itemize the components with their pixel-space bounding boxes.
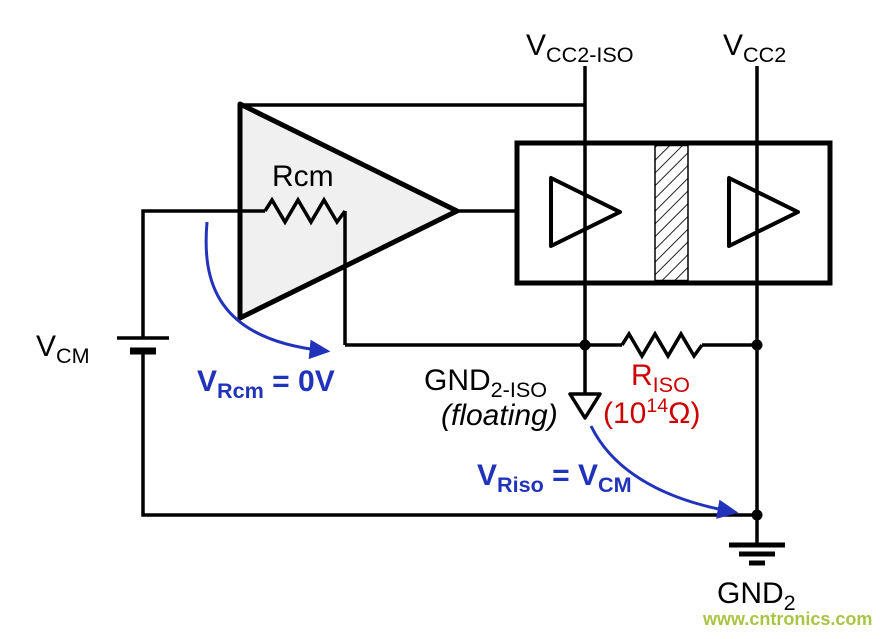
vcm-battery-symbol bbox=[117, 336, 169, 355]
gnd2-iso-floating-note: (floating) bbox=[441, 400, 558, 432]
wire-bottom-return bbox=[141, 351, 757, 517]
vcc2-iso-base: V bbox=[526, 29, 547, 62]
rcm-text: Rcm bbox=[272, 160, 334, 193]
rcm-resistor bbox=[263, 196, 347, 226]
gnd2-iso-sub: 2-ISO bbox=[490, 377, 548, 402]
vriso-mid: = V bbox=[543, 459, 599, 492]
riso-value-label: (1014Ω) bbox=[603, 396, 700, 430]
watermark-text: www.cntronics.com bbox=[703, 609, 873, 629]
vrcm-current-arrow bbox=[204, 221, 331, 360]
vrcm-equation: VRcm = 0V bbox=[197, 366, 335, 403]
junction-dot bbox=[579, 339, 591, 351]
gnd2-iso-label: GND2-ISO bbox=[424, 365, 547, 402]
vcm-source-label: VCM bbox=[36, 331, 90, 368]
riso-value-exponent: 14 bbox=[646, 395, 669, 417]
vcc2-iso-sub: CC2-ISO bbox=[546, 42, 634, 67]
vrcm-base: V bbox=[197, 365, 218, 398]
vrcm-rest: = 0V bbox=[263, 365, 335, 398]
junction-dot bbox=[751, 509, 763, 521]
vcm-sub: CM bbox=[56, 343, 90, 368]
vriso-sub2: CM bbox=[598, 472, 632, 497]
gnd2-base: GND bbox=[717, 577, 784, 610]
gnd2iso-floating-ground-symbol bbox=[568, 392, 602, 420]
vcc2-iso-label: VCC2-ISO bbox=[526, 30, 634, 67]
vcc2-base: V bbox=[723, 29, 744, 62]
buffer-triangle-right bbox=[727, 176, 800, 248]
wires bbox=[141, 66, 759, 543]
junction-dot bbox=[751, 339, 763, 351]
vriso-sub: Riso bbox=[497, 472, 544, 497]
gnd2-label: GND2 bbox=[717, 578, 796, 615]
isolation-amplifier-symbol bbox=[237, 101, 460, 321]
riso-value-post: Ω) bbox=[668, 397, 701, 430]
wire-input-left bbox=[141, 209, 240, 338]
vriso-base: V bbox=[477, 459, 498, 492]
riso-base: R bbox=[631, 359, 653, 392]
gnd2-ground-symbol bbox=[729, 542, 785, 566]
vriso-arrow bbox=[589, 425, 739, 519]
vcc2-label: VCC2 bbox=[723, 30, 786, 67]
watermark: www.cntronics.com bbox=[703, 610, 872, 629]
vriso-equation: VRiso = VCM bbox=[477, 460, 632, 497]
vcc2-sub: CC2 bbox=[743, 42, 787, 67]
riso-resistor bbox=[620, 330, 704, 360]
isolation-barrier-hatch bbox=[654, 144, 689, 282]
junction-dots bbox=[579, 339, 763, 521]
riso-label: RISO bbox=[631, 360, 690, 397]
vrcm-sub: Rcm bbox=[217, 378, 264, 403]
gnd2-iso-base: GND bbox=[424, 364, 491, 397]
gnd2-sub: 2 bbox=[783, 590, 796, 615]
annotation-arrows bbox=[204, 221, 739, 519]
riso-value-pre: (10 bbox=[603, 397, 647, 430]
riso-sub: ISO bbox=[652, 372, 690, 397]
vcm-base: V bbox=[36, 330, 57, 363]
floating-text: (floating) bbox=[441, 399, 558, 432]
rcm-label: Rcm bbox=[272, 161, 334, 193]
